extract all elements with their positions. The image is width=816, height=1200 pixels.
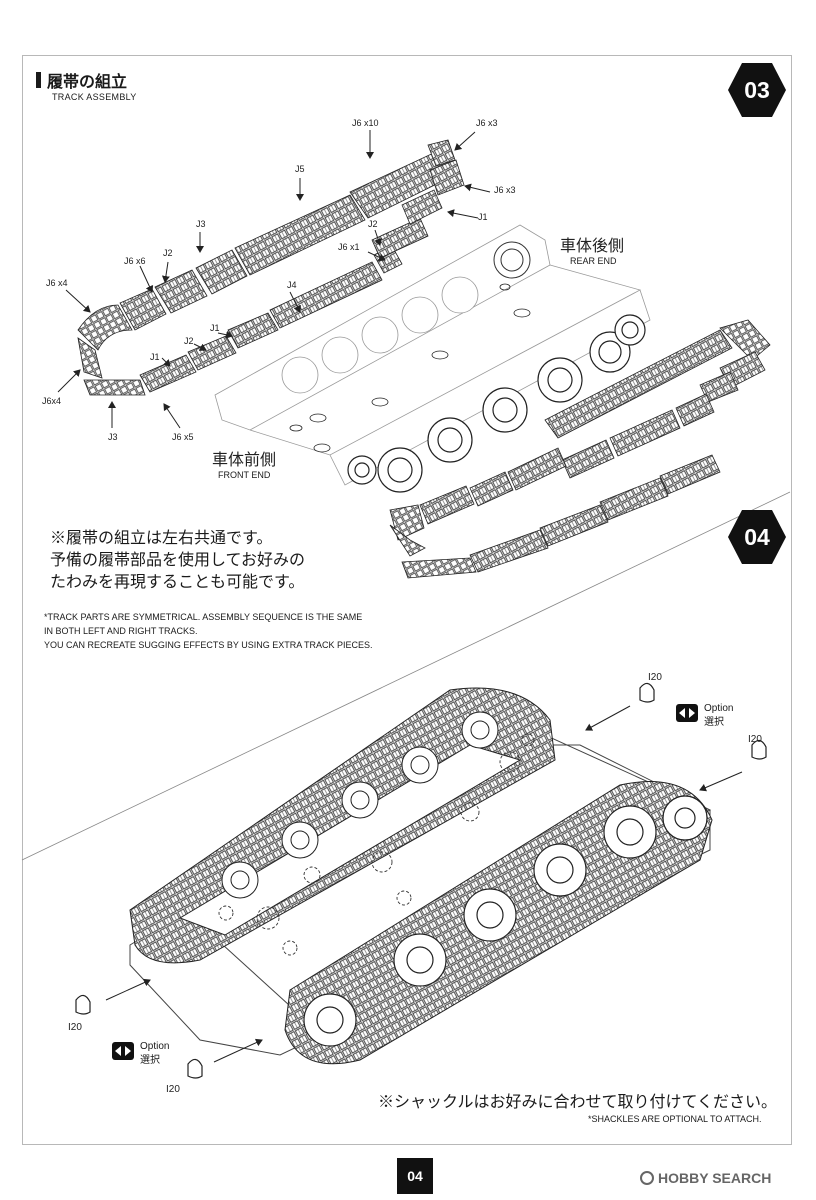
label-j2-mid: J2 — [184, 336, 194, 346]
step-badge-03-shape — [728, 63, 786, 117]
shackle-note-jp: ※シャックルはお好みに合わせて取り付けてください。 — [378, 1094, 778, 1111]
section-title-en: TRACK ASSEMBLY — [52, 92, 137, 102]
label-j2-right: J2 — [368, 219, 378, 229]
note-jp: ※履帯の組立は左右共通です。 予備の履帯部品を使用してお好みの たわみを再現する… — [50, 528, 370, 594]
label-i20-c: I20 — [68, 1022, 82, 1033]
label-i20-a: I20 — [648, 672, 662, 683]
watermark-text: HOBBY SEARCH — [658, 1170, 772, 1186]
option-tag-upper: Option 選択 — [676, 702, 733, 730]
label-j6x3-top: J6 x3 — [476, 118, 498, 128]
note-en-line: *TRACK PARTS ARE SYMMETRICAL. ASSEMBLY S… — [44, 612, 363, 622]
label-i20-b: I20 — [748, 734, 762, 745]
label-j6x10: J6 x10 — [352, 118, 379, 128]
label-j3-bottom: J3 — [108, 432, 118, 442]
step-badge-04-shape — [728, 510, 786, 564]
label-j1-mid: J1 — [210, 323, 220, 333]
watermark: HOBBY SEARCH — [640, 1170, 771, 1186]
option-label-jp: 選択 — [140, 1055, 160, 1066]
label-j6x3-mid: J6 x3 — [494, 185, 516, 195]
page-frame — [22, 55, 792, 1145]
front-end-jp: 車体前側 — [212, 452, 277, 469]
step-badge-03: 03 — [726, 61, 788, 119]
label-j6x4-upper: J6 x4 — [46, 278, 68, 288]
note-jp-line: たわみを再現することも可能です。 — [50, 574, 305, 591]
label-j2-left: J2 — [163, 248, 173, 258]
shackle-note-en: *SHACKLES ARE OPTIONAL TO ATTACH. — [588, 1114, 762, 1124]
rear-end-jp: 車体後側 — [560, 238, 625, 255]
option-label-en: Option — [704, 703, 734, 714]
option-label-jp: 選択 — [704, 717, 724, 728]
note-en-line: IN BOTH LEFT AND RIGHT TRACKS. — [44, 626, 198, 636]
step-number-03: 03 — [744, 77, 770, 103]
step-badge-04: 04 — [726, 508, 788, 566]
section-title-jp: 履帯の組立 — [47, 74, 128, 91]
option-arrows-icon — [676, 704, 698, 722]
label-j6x1: J6 x1 — [338, 242, 360, 252]
front-end-en: FRONT END — [218, 470, 271, 480]
section-title: 履帯の組立 — [36, 68, 127, 92]
label-j6x5: J6 x5 — [172, 432, 194, 442]
label-i20-d: I20 — [166, 1084, 180, 1095]
option-arrows-icon — [112, 1042, 134, 1060]
label-j3-top: J3 — [196, 219, 206, 229]
label-j5: J5 — [295, 164, 305, 174]
option-tag-lower: Option 選択 — [112, 1040, 169, 1068]
note-jp-line: ※履帯の組立は左右共通です。 — [50, 530, 273, 547]
step-number-04: 04 — [744, 524, 770, 550]
label-j6x4-lower: J6x4 — [42, 396, 62, 406]
label-j1-low: J1 — [150, 352, 160, 362]
note-en: *TRACK PARTS ARE SYMMETRICAL. ASSEMBLY S… — [44, 610, 373, 652]
page-number: 04 — [397, 1158, 433, 1194]
label-j6x6: J6 x6 — [124, 256, 146, 266]
label-j1-right: J1 — [478, 212, 488, 222]
note-jp-line: 予備の履帯部品を使用してお好みの — [50, 552, 306, 569]
option-label-en: Option — [140, 1041, 170, 1052]
hobby-search-logo-icon — [640, 1171, 654, 1185]
note-en-line: YOU CAN RECREATE SUGGING EFFECTS BY USIN… — [44, 640, 373, 650]
rear-end-en: REAR END — [570, 256, 617, 266]
label-j4: J4 — [287, 280, 297, 290]
